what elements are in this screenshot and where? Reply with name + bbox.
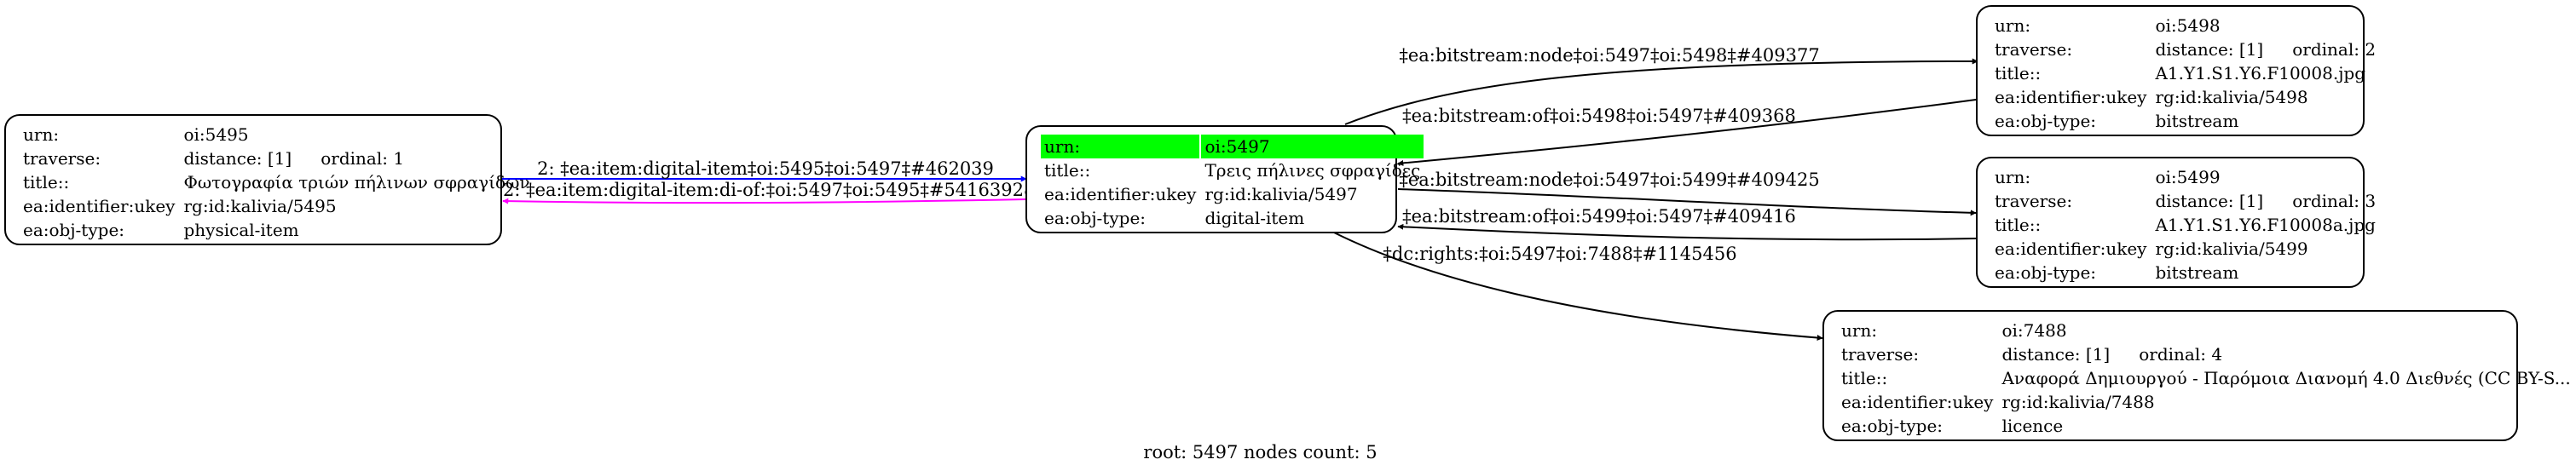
distance-value: distance: [1] xyxy=(2001,344,2111,365)
title-label: title:: xyxy=(23,172,70,192)
edge-label-5498-to-5497: ‡ea:bitstream:of‡oi:5498‡oi:5497‡#409368 xyxy=(1402,106,1796,126)
edge-5498-to-5497 xyxy=(1397,99,1977,166)
ordinal-value: ordinal: 3 xyxy=(2292,191,2377,211)
obj-type-value: bitstream xyxy=(2155,262,2239,283)
obj-type-value: licence xyxy=(2001,416,2064,436)
title-value: A1.Y1.S1.Y6.F10008.jpg xyxy=(2155,63,2366,83)
ukey-value: rg:id:kalivia/5499 xyxy=(2155,238,2308,259)
ukey-value: rg:id:kalivia/5497 xyxy=(1204,184,1358,204)
title-value: Φωτογραφία τριών πήλινων σφραγίδων xyxy=(183,172,530,192)
node-oi-5498[interactable]: urn: oi:5498 traverse: distance: [1] ordina… xyxy=(1976,5,2376,136)
edge-label-5497-to-5495: I2: ‡ea:item:digital-item:di-of:‡oi:5497… xyxy=(496,180,1036,200)
traverse-label: traverse: xyxy=(1841,344,1920,365)
edge-label-5497-to-5499: ‡ea:bitstream:node‡oi:5497‡oi:5499‡#4094… xyxy=(1399,169,1819,190)
ordinal-value: ordinal: 2 xyxy=(2292,39,2377,60)
edge-5499-to-5497 xyxy=(1397,223,1977,241)
edge-label-5497-to-5498: ‡ea:bitstream:node‡oi:5497‡oi:5498‡#4093… xyxy=(1399,45,1819,66)
node-oi-5495[interactable]: urn: oi:5495 traverse: distance: [1] ordina… xyxy=(4,114,530,245)
edge-5497-to-7488 xyxy=(1333,232,1823,341)
obj-type-value: physical-item xyxy=(183,220,299,240)
urn-value: oi:5495 xyxy=(183,124,249,145)
edge-5497-to-5495 xyxy=(502,198,1027,204)
urn-label: urn: xyxy=(1995,167,2031,187)
title-value: Τρεις πήλινες σφραγίδες xyxy=(1204,160,1421,181)
obj-type-value: digital-item xyxy=(1204,208,1305,228)
edge-5497-to-5498 xyxy=(1344,58,1978,125)
ukey-value: rg:id:kalivia/7488 xyxy=(2001,392,2155,412)
distance-value: distance: [1] xyxy=(183,148,292,169)
obj-type-label: ea:obj-type: xyxy=(1044,208,1146,228)
ukey-label: ea:identifier:ukey xyxy=(1841,392,1994,412)
graph-footer: root: 5497 nodes count: 5 xyxy=(1143,442,1378,462)
ukey-label: ea:identifier:ukey xyxy=(1995,87,2147,107)
ukey-label: ea:identifier:ukey xyxy=(1044,184,1197,204)
obj-type-label: ea:obj-type: xyxy=(1841,416,1944,436)
distance-value: distance: [1] xyxy=(2155,39,2264,60)
graph-edges: #graph marker path { } 2: ‡ea:item:digit… xyxy=(496,45,1978,341)
node-oi-7488[interactable]: urn: oi:7488 traverse: distance: [1] ordina… xyxy=(1822,310,2571,441)
title-label: title:: xyxy=(1995,215,2042,235)
urn-value: oi:5498 xyxy=(2155,15,2221,36)
distance-value: distance: [1] xyxy=(2155,191,2264,211)
traverse-value: distance: [1] ordinal: 2 xyxy=(2151,37,2379,61)
urn-value: oi:5499 xyxy=(2155,167,2221,187)
ukey-value: rg:id:kalivia/5498 xyxy=(2155,87,2308,107)
ukey-value: rg:id:kalivia/5495 xyxy=(183,196,337,216)
obj-type-label: ea:obj-type: xyxy=(1995,111,2097,131)
node-oi-5497-root[interactable]: urn:oi:5497 title::Τρεις πήλινες σφραγίδ… xyxy=(1025,125,1424,233)
title-label: title:: xyxy=(1841,368,1888,388)
urn-label: urn: xyxy=(23,124,60,145)
urn-value: oi:5497 xyxy=(1201,135,1424,158)
traverse-value: distance: [1] ordinal: 4 xyxy=(1998,342,2573,366)
title-label: title:: xyxy=(1995,63,2042,83)
traverse-label: traverse: xyxy=(1995,191,2073,211)
obj-type-label: ea:obj-type: xyxy=(1995,262,2097,283)
traverse-value: distance: [1] ordinal: 1 xyxy=(180,146,533,170)
obj-type-value: bitstream xyxy=(2155,111,2239,131)
urn-label: urn: xyxy=(1041,135,1200,158)
node-oi-5499[interactable]: urn: oi:5499 traverse: distance: [1] ordina… xyxy=(1976,157,2376,288)
edge-label-5499-to-5497: ‡ea:bitstream:of‡oi:5499‡oi:5497‡#409416 xyxy=(1402,206,1796,227)
traverse-value: distance: [1] ordinal: 3 xyxy=(2151,189,2379,213)
title-value: Αναφορά Δημιουργού - Παρόμοια Διανομή 4.… xyxy=(2001,368,2571,388)
ordinal-value: ordinal: 4 xyxy=(2139,344,2223,365)
ukey-label: ea:identifier:ukey xyxy=(1995,238,2147,259)
edge-label-5495-to-5497: 2: ‡ea:item:digital-item‡oi:5495‡oi:5497… xyxy=(537,158,994,179)
ukey-label: ea:identifier:ukey xyxy=(23,196,176,216)
traverse-label: traverse: xyxy=(23,148,101,169)
urn-value: oi:7488 xyxy=(2001,320,2067,341)
title-value: A1.Y1.S1.Y6.F10008a.jpg xyxy=(2155,215,2376,235)
traverse-label: traverse: xyxy=(1995,39,2073,60)
obj-type-label: ea:obj-type: xyxy=(23,220,125,240)
ordinal-value: ordinal: 1 xyxy=(321,148,405,169)
edge-label-5497-to-7488: ‡dc:rights:‡oi:5497‡oi:7488‡#1145456 xyxy=(1383,244,1736,264)
title-label: title:: xyxy=(1044,160,1091,181)
urn-label: urn: xyxy=(1995,15,2031,36)
urn-label: urn: xyxy=(1841,320,1878,341)
edge-5497-to-5499 xyxy=(1397,188,1977,216)
